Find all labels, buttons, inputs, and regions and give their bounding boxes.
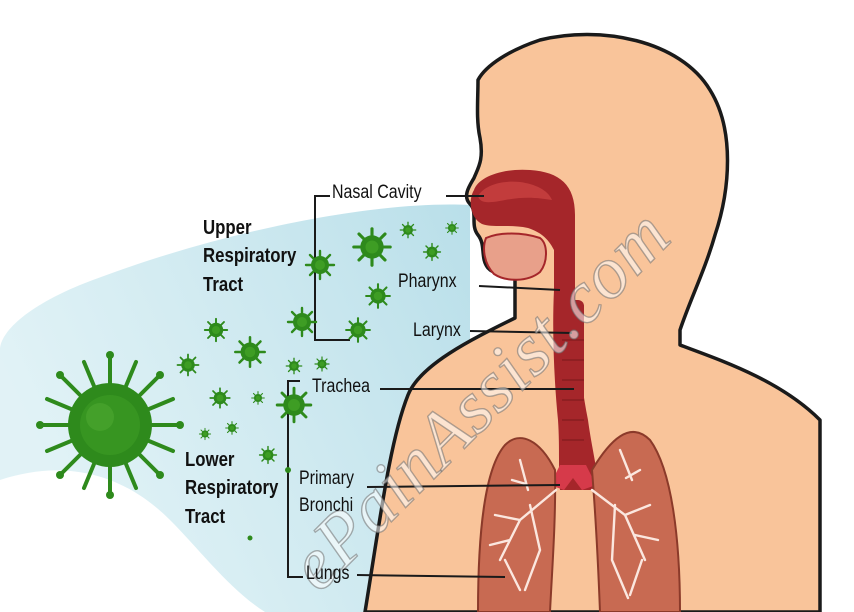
label-primary-bronchi-line1: Primary xyxy=(299,466,354,493)
lower-line3: Tract xyxy=(185,503,278,531)
tongue-shape xyxy=(484,234,546,280)
upper-line3: Tract xyxy=(203,271,296,299)
label-larynx: Larynx xyxy=(413,320,461,343)
label-trachea: Trachea xyxy=(312,376,370,399)
label-upper-respiratory-tract: Upper Respiratory Tract xyxy=(203,214,296,299)
upper-line2: Respiratory xyxy=(203,242,296,270)
label-pharynx: Pharynx xyxy=(398,271,457,294)
upper-line1: Upper xyxy=(203,214,296,242)
lower-line1: Lower xyxy=(185,446,278,474)
label-nasal-cavity: Nasal Cavity xyxy=(332,182,422,205)
label-lower-respiratory-tract: Lower Respiratory Tract xyxy=(185,446,278,531)
virus-icon xyxy=(36,351,184,499)
label-primary-bronchi-line2: Bronchi xyxy=(299,493,354,520)
lower-line2: Respiratory xyxy=(185,474,278,502)
label-lungs: Lungs xyxy=(306,563,349,586)
label-primary-bronchi: Primary Bronchi xyxy=(299,466,354,520)
